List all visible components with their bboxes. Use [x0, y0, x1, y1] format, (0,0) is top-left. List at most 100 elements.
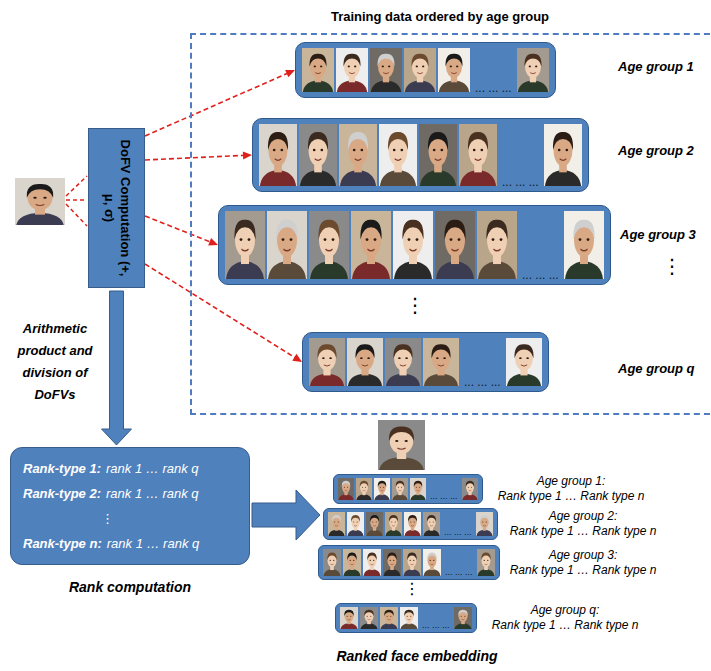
mouth [417, 490, 420, 492]
photo-frame [378, 420, 425, 470]
photo-ground [370, 48, 402, 92]
face-photo [435, 211, 475, 279]
figure-caption: Ranked face embedding [336, 648, 497, 664]
mouth [383, 73, 389, 74]
face-photo [15, 178, 65, 225]
eye [565, 149, 568, 151]
photo-frame [15, 178, 65, 225]
row-label: Age group q:Rank type 1 … Rank type n [492, 603, 639, 633]
face-photo [419, 124, 457, 186]
face-photo [299, 124, 337, 186]
hair [378, 481, 386, 487]
ellipsis-text: ... ... ... [502, 176, 539, 188]
mouth [242, 249, 249, 251]
mouth [494, 249, 501, 251]
photo-ground [476, 512, 493, 536]
mouth [354, 525, 357, 527]
hair [427, 553, 437, 561]
mouth [410, 249, 417, 251]
rank-range: rank 1 … rank q [107, 531, 200, 556]
mouth [438, 365, 444, 366]
photo-ground [385, 338, 421, 386]
photo-ground [477, 211, 517, 279]
face-photo [462, 478, 478, 500]
hair [553, 132, 573, 150]
head [370, 516, 379, 528]
face-photo [302, 48, 334, 92]
eye [282, 238, 285, 241]
age-group-row: ... ... ...Age group 1 [295, 42, 556, 98]
mouth [36, 204, 45, 205]
eye [372, 521, 373, 523]
mouth [349, 73, 355, 74]
eye [329, 357, 332, 359]
face-photo [477, 211, 517, 279]
mouth [392, 525, 395, 527]
eye [395, 521, 396, 523]
photo-ground [378, 420, 425, 470]
hair [573, 220, 594, 240]
eye [353, 560, 354, 561]
hair [402, 220, 423, 240]
embedding-row: ... ... ...Age group 3:Rank type 1 … Ran… [318, 545, 500, 580]
hair [396, 481, 404, 487]
eye [398, 486, 399, 488]
mouth [390, 564, 393, 566]
face-photo [363, 549, 381, 576]
ellipsis-text: ... ... ... [475, 82, 512, 94]
connector [102, 291, 132, 445]
row-label: Age group 1:Rank type 1 … Rank type n [498, 474, 645, 504]
photo-ground [336, 48, 368, 92]
face-photo [336, 48, 368, 92]
photo-ground [225, 211, 265, 279]
mouth [387, 619, 390, 621]
eye [391, 521, 392, 523]
hair [360, 481, 368, 487]
photo-ground [400, 607, 418, 629]
age-group-label: Age group 3: [510, 548, 657, 563]
hair [308, 132, 328, 150]
face-photo [438, 48, 470, 92]
arrow-head [208, 238, 218, 245]
mouth [367, 619, 370, 621]
eye [320, 66, 322, 68]
mouth [430, 525, 433, 527]
eye [460, 615, 461, 617]
hair [446, 54, 463, 67]
photo-ground [383, 549, 401, 576]
photo-ground [544, 124, 582, 186]
rank-type-range: Rank type 1 … Rank type n [510, 563, 657, 578]
hair [367, 553, 377, 561]
eye [467, 486, 468, 488]
eye [313, 149, 316, 151]
eye [348, 66, 350, 68]
eye [280, 149, 283, 151]
face-photo [309, 338, 345, 386]
eye [456, 66, 458, 68]
eye [365, 486, 366, 488]
photo-ground [366, 512, 383, 536]
age-group-label: Age group 1 [618, 59, 694, 74]
mouth [370, 564, 373, 566]
age-group-label: Age group 2: [510, 509, 657, 524]
block-arrow [102, 291, 132, 445]
eye [393, 560, 394, 561]
photo-ground [380, 607, 398, 629]
connector-line [145, 155, 244, 160]
eye [370, 560, 371, 561]
mouth [559, 159, 566, 161]
ellipsis-text: ... ... ... [444, 528, 472, 537]
mouth [315, 73, 321, 74]
eye [324, 238, 327, 241]
head [428, 553, 437, 567]
hair [407, 553, 417, 561]
hair [393, 344, 412, 358]
eye [390, 615, 391, 617]
face-photo [374, 478, 390, 500]
eye [433, 149, 436, 151]
mouth [315, 159, 322, 161]
head [345, 611, 354, 622]
rank-range: rank 1 … rank q [106, 456, 199, 481]
face-photo [476, 512, 493, 536]
photo-ground [423, 338, 459, 386]
